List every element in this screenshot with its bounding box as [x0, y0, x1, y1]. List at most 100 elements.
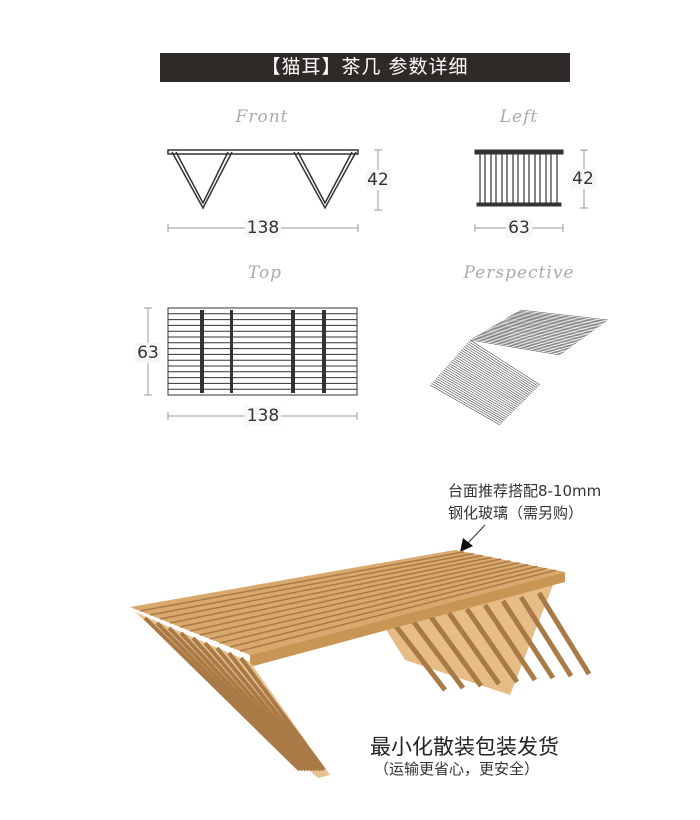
persp-line [494, 325, 584, 339]
persp-line [440, 373, 511, 415]
top-edge [250, 572, 565, 667]
persp-line [459, 351, 530, 396]
top-width-value: 138 [244, 406, 282, 426]
persp-line [488, 328, 578, 343]
persp-line [466, 343, 538, 389]
persp-line [471, 338, 562, 354]
persp-line [501, 320, 591, 334]
persp-line [441, 371, 513, 414]
leg-slat [428, 615, 484, 688]
leg-slat [393, 623, 447, 692]
top-slat [189, 560, 511, 632]
top-slat [199, 562, 520, 636]
persp-line [429, 384, 501, 426]
leg-slat [191, 636, 314, 772]
persp-line [460, 349, 532, 395]
persp-line [444, 368, 515, 411]
shipping-headline: 最小化散装包装发货 [370, 735, 559, 759]
persp-line [452, 359, 523, 404]
leg-slat [464, 607, 520, 684]
persp-line [446, 366, 517, 409]
persp-line [482, 331, 573, 347]
top-slat [159, 554, 483, 620]
persp-line [499, 321, 589, 335]
persp-line [465, 344, 536, 390]
persp-line [475, 336, 566, 352]
persp-line [508, 316, 598, 329]
persp-line [481, 333, 571, 348]
leg-slat [167, 626, 308, 772]
glass-note-line2: 钢化玻璃（需另购） [448, 504, 584, 522]
persp-line [443, 369, 514, 412]
persp-line [453, 358, 524, 402]
leg-slat [446, 611, 502, 686]
persp-line [469, 339, 561, 356]
front-width-value: 138 [244, 218, 282, 238]
persp-line [479, 334, 569, 349]
leg-slat [500, 599, 556, 680]
left-view-label: Left [499, 107, 539, 127]
persp-line [503, 319, 593, 332]
leg-slat [482, 603, 538, 682]
leg-slat [203, 641, 317, 772]
left-view-drawing [474, 149, 564, 207]
persp-line [431, 383, 502, 424]
top-slat [149, 552, 474, 616]
persp-line [484, 330, 575, 345]
perspective-view-label: Perspective [463, 263, 575, 283]
persp-line [434, 379, 505, 421]
top-slat [209, 563, 529, 640]
top-view-drawing [167, 307, 358, 396]
persp-line [505, 318, 594, 331]
top-slat [179, 558, 501, 628]
top-view-label: Top [247, 263, 283, 283]
persp-line [456, 354, 527, 399]
persp-line [462, 348, 533, 393]
leg-slat [155, 621, 305, 772]
persp-line [512, 314, 601, 326]
persp-line [463, 346, 535, 392]
left-height-value: 42 [570, 169, 596, 189]
persp-line [519, 309, 609, 321]
persp-line [468, 341, 539, 387]
leg-slat [215, 646, 320, 772]
persp-line [495, 324, 585, 338]
persp-line [432, 381, 504, 423]
leg-slat [410, 619, 466, 690]
left-width-value: 63 [506, 218, 532, 238]
persp-line [477, 335, 568, 351]
persp-line [486, 329, 577, 344]
persp-line [490, 327, 580, 342]
glass-note-line1: 台面推荐搭配8-10mm [448, 482, 602, 500]
persp-line [438, 374, 510, 417]
top-slat [229, 567, 547, 648]
front-height-value: 42 [365, 170, 391, 190]
persp-line [437, 376, 508, 418]
persp-line [449, 363, 520, 406]
persp-line [447, 364, 518, 408]
persp-line [469, 339, 541, 386]
persp-line [492, 326, 582, 340]
leg-slat [536, 591, 592, 676]
front-view-label: Front [235, 107, 289, 127]
coffee-table-render [130, 550, 592, 778]
top-slat [219, 565, 538, 644]
annotation-arrow [460, 524, 486, 552]
top-slat [169, 556, 492, 624]
persp-line [497, 323, 587, 336]
table-top [130, 550, 565, 655]
leg-slat [518, 595, 574, 678]
persp-line [518, 310, 607, 322]
top-slat [139, 551, 465, 612]
persp-line [450, 361, 521, 405]
persp-line [473, 337, 564, 353]
persp-line [455, 356, 526, 401]
leg-slat [239, 656, 326, 772]
leg-slat [227, 651, 323, 772]
shipping-subtext: （运输更省心，更安全） [374, 760, 540, 778]
persp-line [457, 353, 529, 398]
perspective-view-drawing [429, 309, 609, 426]
persp-line [506, 317, 596, 330]
persp-line [435, 378, 507, 420]
